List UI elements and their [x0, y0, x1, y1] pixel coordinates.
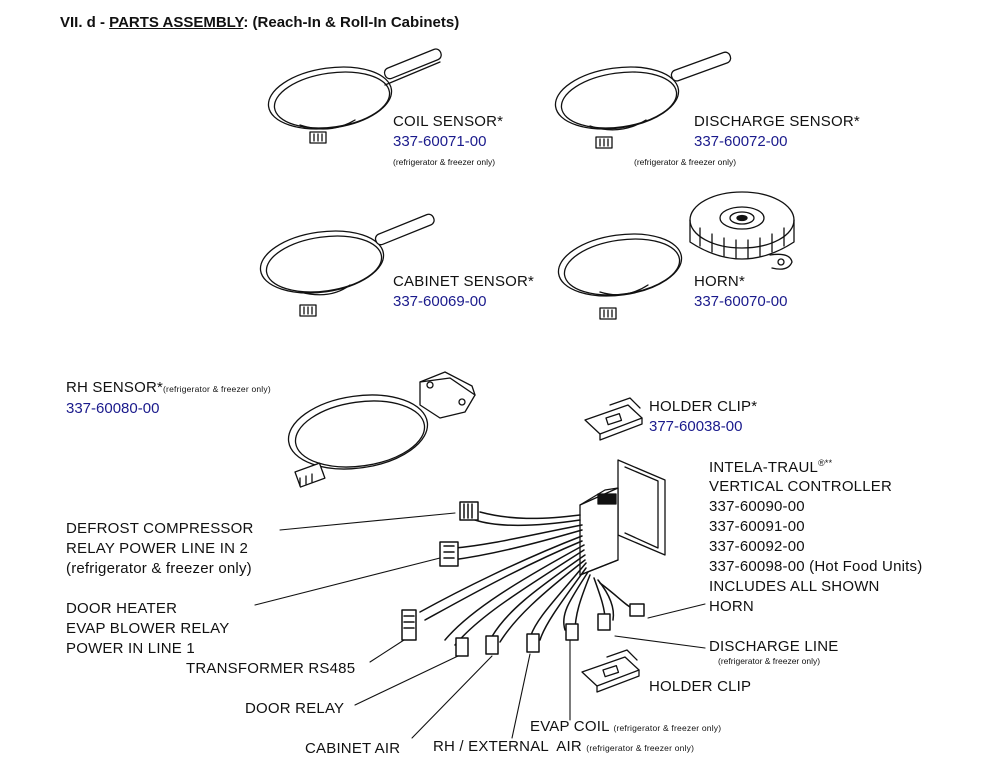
wire-harness-drawing: [401, 501, 645, 657]
horn-label: HORN*: [694, 273, 746, 290]
holder-clip-label: HOLDER CLIP*: [649, 398, 758, 415]
callout-door-heater-line3: POWER IN LINE 1: [66, 640, 195, 657]
callout-door-heater-line2: EVAP BLOWER RELAY: [66, 620, 230, 637]
discharge-sensor-drawing: [554, 51, 732, 149]
callout-defrost-line2: RELAY POWER LINE IN 2: [66, 540, 249, 557]
cabinet-sensor-part-number: 337-60069-00: [393, 293, 487, 310]
callout-rh-external-note: (refrigerator & freezer only): [586, 743, 695, 753]
discharge-sensor-label: DISCHARGE SENSOR*: [694, 113, 860, 130]
section-subtitle: : (Reach-In & Roll-In Cabinets): [243, 14, 460, 31]
coil-sensor-label: COIL SENSOR*: [393, 113, 504, 130]
callout-defrost-line3: (refrigerator & freezer only): [66, 560, 252, 577]
coil-sensor-drawing: [267, 48, 442, 144]
rh-sensor-title: RH SENSOR*: [66, 379, 164, 396]
callout-evap-coil-note: (refrigerator & freezer only): [613, 723, 722, 733]
callout-cabinet-air: CABINET AIR: [305, 740, 401, 757]
controller-part-number: 337-60091-00: [709, 518, 805, 535]
controller-type: VERTICAL CONTROLLER: [709, 478, 893, 495]
horn-drawing: [557, 191, 795, 320]
holder-clip-drawing: [584, 397, 643, 441]
controller-brand-mark: ®**: [818, 458, 833, 468]
cabinet-sensor-drawing: [259, 213, 435, 317]
controller-part-number: 337-60090-00: [709, 498, 805, 515]
discharge-sensor-note: (refrigerator & freezer only): [634, 157, 737, 167]
callout-horn: HORN: [709, 598, 754, 615]
rh-sensor-drawing: [287, 371, 476, 488]
callout-defrost-line1: DEFROST COMPRESSOR: [66, 520, 254, 537]
rh-sensor-note: (refrigerator & freezer only): [163, 384, 271, 394]
callout-rh-external-label: RH / EXTERNAL AIR: [433, 738, 582, 755]
rh-sensor-part-number: 337-60080-00: [66, 400, 160, 417]
horn-part-number: 337-60070-00: [694, 293, 788, 310]
controller-includes: INCLUDES ALL SHOWN: [709, 578, 880, 595]
section-title: PARTS ASSEMBLY: [109, 14, 244, 31]
callout-door-relay: DOOR RELAY: [245, 700, 345, 717]
controller-part-number: 337-60098-00 (Hot Food Units): [709, 558, 923, 575]
coil-sensor-note: (refrigerator & freezer only): [393, 157, 496, 167]
callout-discharge-line: DISCHARGE LINE: [709, 638, 839, 655]
callout-evap-coil: EVAP COIL (refrigerator & freezer only): [530, 718, 721, 735]
controller-part-number: 337-60092-00: [709, 538, 805, 555]
callout-door-heater-line1: DOOR HEATER: [66, 600, 178, 617]
callout-transformer: TRANSFORMER RS485: [186, 660, 356, 677]
holder-clip-lower-drawing: [581, 649, 640, 693]
cabinet-sensor-label: CABINET SENSOR*: [393, 273, 535, 290]
callout-evap-coil-label: EVAP COIL: [530, 718, 610, 735]
controller-brand: INTELA-TRAUL®**: [709, 458, 832, 476]
rh-sensor-label: RH SENSOR*(refrigerator & freezer only): [66, 379, 271, 396]
callout-rh-external: RH / EXTERNAL AIR (refrigerator & freeze…: [433, 738, 694, 755]
callout-discharge-line-note: (refrigerator & freezer only): [718, 656, 821, 666]
callout-holder-clip: HOLDER CLIP: [649, 678, 752, 695]
leader-lines: [254, 512, 706, 739]
discharge-sensor-part-number: 337-60072-00: [694, 133, 788, 150]
controller-drawing: [579, 459, 666, 576]
holder-clip-part-number: 377-60038-00: [649, 418, 743, 435]
coil-sensor-part-number: 337-60071-00: [393, 133, 487, 150]
section-number: VII. d -: [60, 14, 110, 31]
controller-brand-name: INTELA-TRAUL: [709, 459, 819, 476]
page-title: VII. d - PARTS ASSEMBLY: (Reach-In & Rol…: [60, 14, 459, 31]
